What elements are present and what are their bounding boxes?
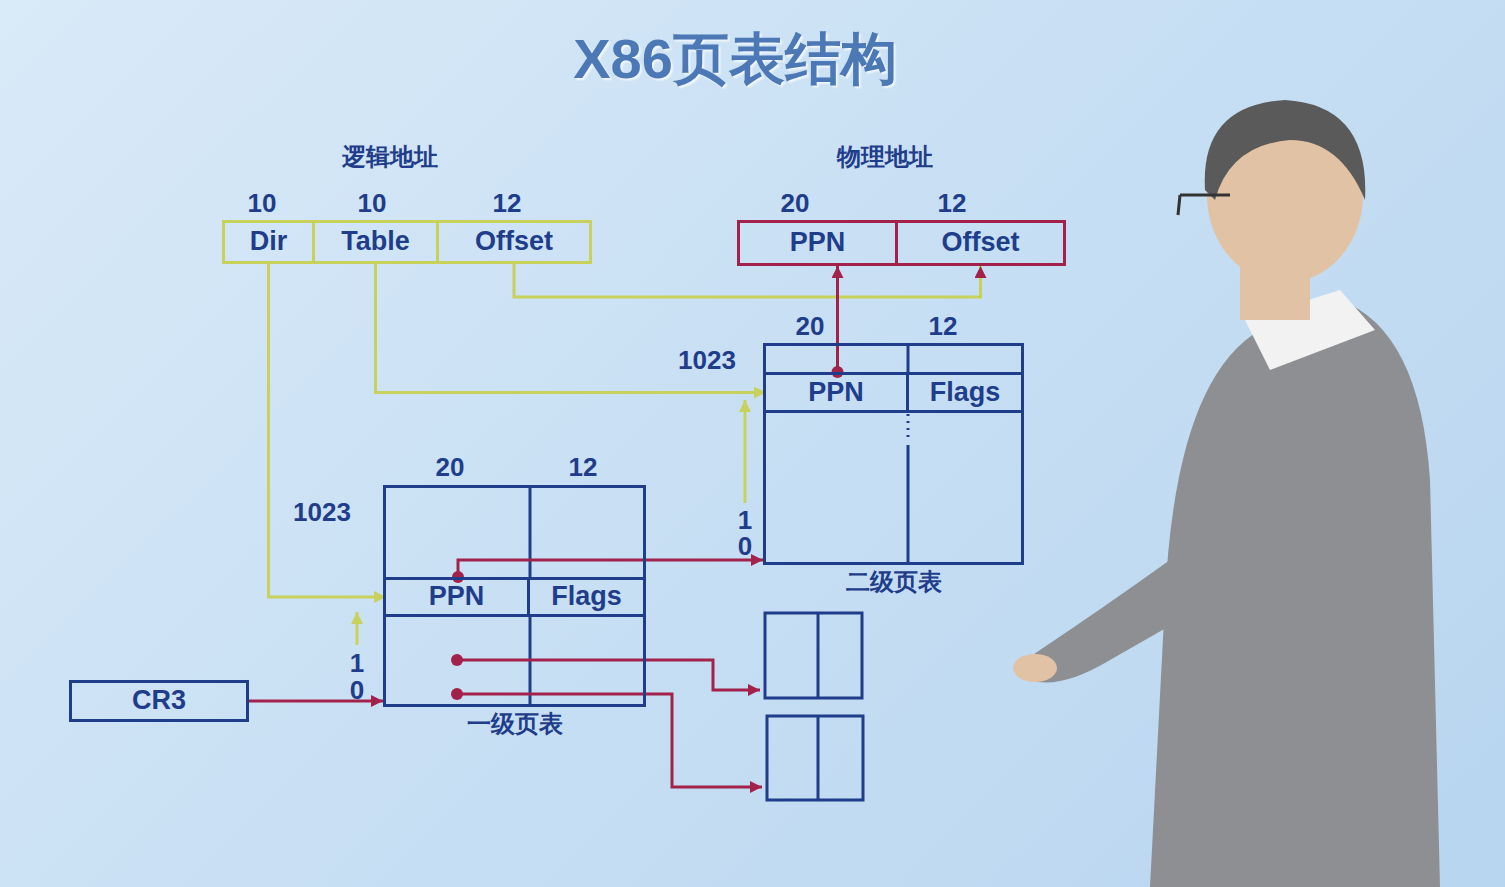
pointer-connector <box>376 264 767 393</box>
bit-width-label: 12 <box>569 453 598 482</box>
field-name: PPN <box>790 228 846 258</box>
field-name: PPN <box>429 582 485 612</box>
address-field: PPN <box>737 220 898 266</box>
slide-title: X86页表结构 <box>573 22 897 98</box>
pointer-dot <box>451 654 463 700</box>
table-caption: 一级页表 <box>467 708 563 740</box>
bit-width-label: 20 <box>781 189 810 218</box>
field-name: Offset <box>475 227 553 257</box>
pointer-connector <box>514 264 981 297</box>
field-name: Table <box>341 227 410 257</box>
field-name: CR3 <box>132 686 186 716</box>
bit-width-label: 1 <box>738 506 752 535</box>
pointer-arrow <box>457 660 762 787</box>
bit-width-label: 12 <box>929 312 958 341</box>
bit-width-label: 20 <box>436 453 465 482</box>
bit-width-label: 1 <box>350 649 364 678</box>
page-table: PPNFlags二级页表 <box>763 343 1024 565</box>
section-label: 逻辑地址 <box>342 144 438 170</box>
field-name: PPN <box>808 378 864 408</box>
page-table-box <box>765 613 863 800</box>
pointer-connector <box>458 560 763 577</box>
address-field: Offset <box>436 220 592 264</box>
address-field: Table <box>312 220 439 264</box>
table-dividers <box>530 346 908 704</box>
bit-width-label: 0 <box>738 532 752 561</box>
address-field: Offset <box>895 220 1066 266</box>
address-field: Flags <box>909 372 1021 413</box>
index-arrow <box>357 400 745 645</box>
field-name: Flags <box>930 378 1001 408</box>
address-field: PPN <box>766 372 909 413</box>
bit-width-label: 10 <box>248 189 277 218</box>
address-field: CR3 <box>69 680 249 722</box>
bit-width-label: 20 <box>796 312 825 341</box>
table-caption: 二级页表 <box>846 566 942 598</box>
pointer-connector <box>269 264 387 597</box>
bit-width-label: 12 <box>938 189 967 218</box>
field-name: Flags <box>551 582 622 612</box>
bit-width-label: 1023 <box>293 498 351 527</box>
bit-width-label: 12 <box>493 189 522 218</box>
address-field: Dir <box>222 220 315 264</box>
address-field: PPN <box>386 577 530 617</box>
presenter-figure <box>1013 100 1440 887</box>
bit-width-label: 10 <box>358 189 387 218</box>
bit-width-label: 1023 <box>678 346 736 375</box>
page-table: PPNFlags一级页表 <box>383 485 646 707</box>
pointer-connector <box>836 266 839 372</box>
field-name: Offset <box>941 228 1019 258</box>
field-name: Dir <box>250 227 288 257</box>
address-field: Flags <box>530 577 643 617</box>
bit-width-label: 0 <box>350 676 364 705</box>
section-label: 物理地址 <box>837 144 933 170</box>
